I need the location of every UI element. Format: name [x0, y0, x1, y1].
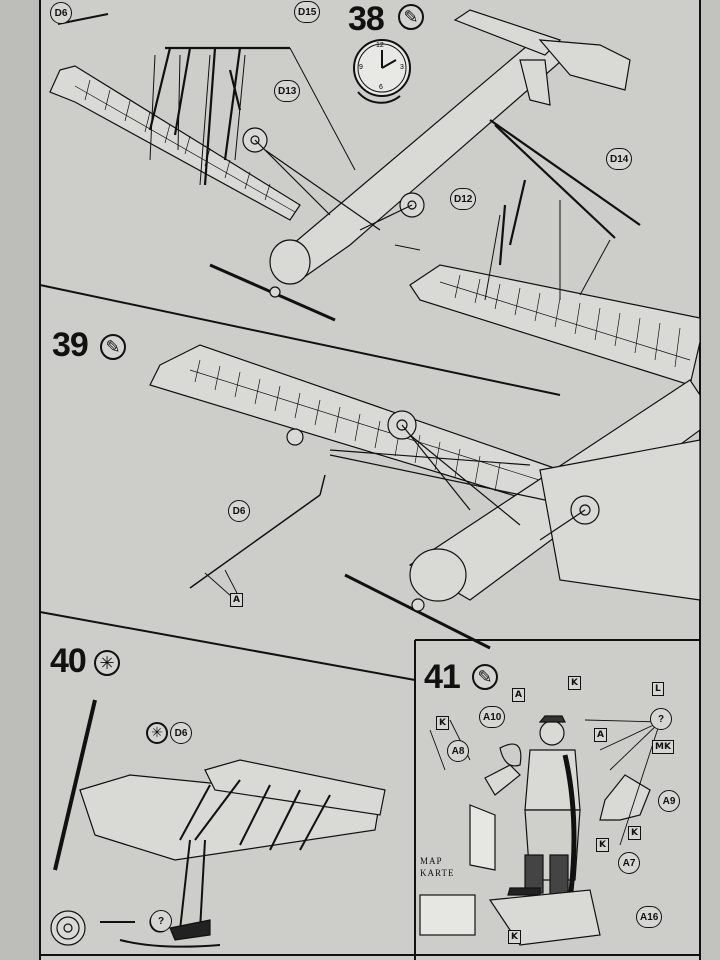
gate-flag-k: K	[436, 716, 449, 730]
karte-label: KARTE	[420, 868, 455, 878]
gate-flag-a: A	[594, 728, 607, 742]
step-number-38: 38	[348, 0, 385, 38]
part-callout-d6: D6	[170, 722, 192, 744]
step-number-39: 39	[52, 326, 89, 364]
glue-icon: ✎	[472, 664, 498, 690]
gate-flag-a: A	[230, 593, 243, 607]
clock-numeral-6: 6	[379, 84, 383, 91]
map-label: MAP	[420, 856, 443, 866]
glue-icon: ✎	[398, 4, 424, 30]
step38-drawing	[49, 9, 701, 386]
part-callout-d12: D12	[450, 188, 477, 210]
part-callout-d13: D13	[274, 80, 301, 102]
step39-drawing	[149, 344, 701, 650]
question-icon: ?	[150, 910, 172, 932]
step40-drawing	[50, 699, 386, 948]
clock-numeral-9: 9	[359, 64, 363, 71]
part-callout-a7: A7	[618, 852, 640, 874]
question-icon: ?	[650, 708, 672, 730]
gate-flag-k: K	[628, 826, 641, 840]
gate-flag-mk: MK	[652, 740, 674, 754]
part-callout-a16: A16	[636, 906, 663, 928]
gate-flag-k: K	[596, 838, 609, 852]
part-callout-a9: A9	[658, 790, 680, 812]
step41-drawing	[419, 715, 661, 946]
part-callout-d6: D6	[228, 500, 250, 522]
clock-numeral-12: 12	[376, 42, 384, 49]
part-callout-d15: D15	[294, 1, 321, 23]
part-callout-d6: D6	[50, 2, 72, 24]
gate-flag-k: K	[568, 676, 581, 690]
part-callout-a8: A8	[447, 740, 469, 762]
gate-flag-a: A	[512, 688, 525, 702]
step-number-41: 41	[424, 658, 461, 696]
paint-icon: ✳	[94, 650, 120, 676]
paint-icon: ✳	[146, 722, 168, 744]
part-callout-d14: D14	[606, 148, 633, 170]
glue-icon: ✎	[100, 334, 126, 360]
step-number-40: 40	[50, 642, 87, 680]
clock-numeral-3: 3	[400, 64, 404, 71]
gate-flag-l: L	[652, 682, 664, 696]
part-callout-a10: A10	[479, 706, 506, 728]
gate-flag-k: K	[508, 930, 521, 944]
